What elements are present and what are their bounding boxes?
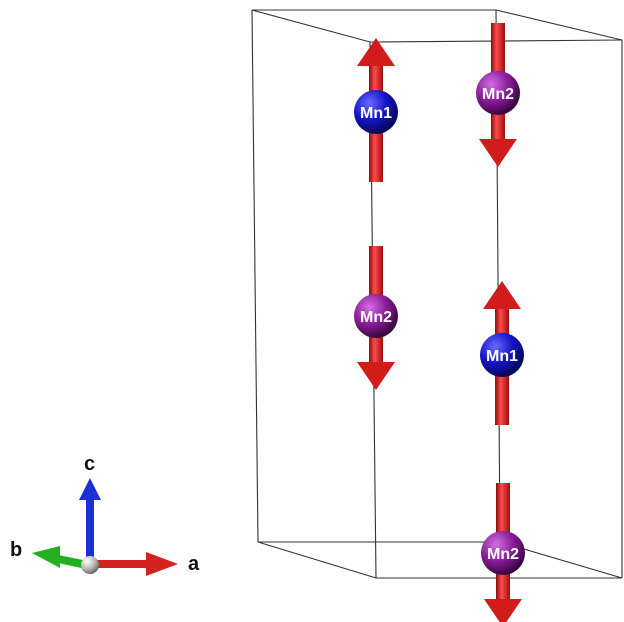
cell-edge-bottom [257, 541, 623, 579]
a-axis-shaft [92, 560, 148, 568]
c-axis-arrow [79, 478, 101, 564]
atom-bottom-right: Mn2 [481, 483, 525, 622]
spin-arrow-head [357, 38, 395, 66]
atom-sphere-mn2 [354, 294, 398, 338]
cell-edge-top-front [251, 9, 623, 43]
unit-cell [251, 9, 623, 579]
b-axis-shaft [58, 555, 88, 569]
atom-sphere-mn1 [354, 90, 398, 134]
origin-sphere [81, 556, 99, 574]
spin-arrow-head [483, 281, 521, 309]
a-axis-label: a [188, 553, 200, 575]
c-axis-label: c [84, 453, 95, 475]
b-axis-head [32, 546, 60, 568]
spin-arrow-head [357, 362, 395, 390]
atom-label: Mn1 [360, 105, 392, 122]
cell-edge-left-back [251, 9, 259, 543]
c-axis-shaft [86, 498, 94, 564]
axis-triad: c a b [10, 453, 200, 576]
atom-top-right: Mn2 [476, 23, 520, 167]
c-axis-head [79, 478, 101, 500]
atom-sphere-mn2 [476, 71, 520, 115]
atom-middle-left: Mn2 [354, 246, 398, 390]
atom-label: Mn2 [482, 86, 514, 103]
atom-label: Mn2 [487, 546, 519, 563]
a-axis-head [146, 552, 178, 576]
atom-label: Mn1 [486, 348, 518, 365]
a-axis-arrow [92, 552, 178, 576]
atom-label: Mn2 [360, 309, 392, 326]
b-axis-label: b [10, 539, 22, 561]
spin-arrow-head [484, 599, 522, 622]
atom-middle-right: Mn1 [480, 281, 524, 425]
spin-arrow-head [479, 139, 517, 167]
atom-sphere-mn1 [480, 333, 524, 377]
atom-sphere-mn2 [481, 531, 525, 575]
b-axis-arrow [32, 546, 88, 569]
atom-top-left: Mn1 [354, 38, 398, 182]
cell-edge-back [252, 9, 623, 578]
